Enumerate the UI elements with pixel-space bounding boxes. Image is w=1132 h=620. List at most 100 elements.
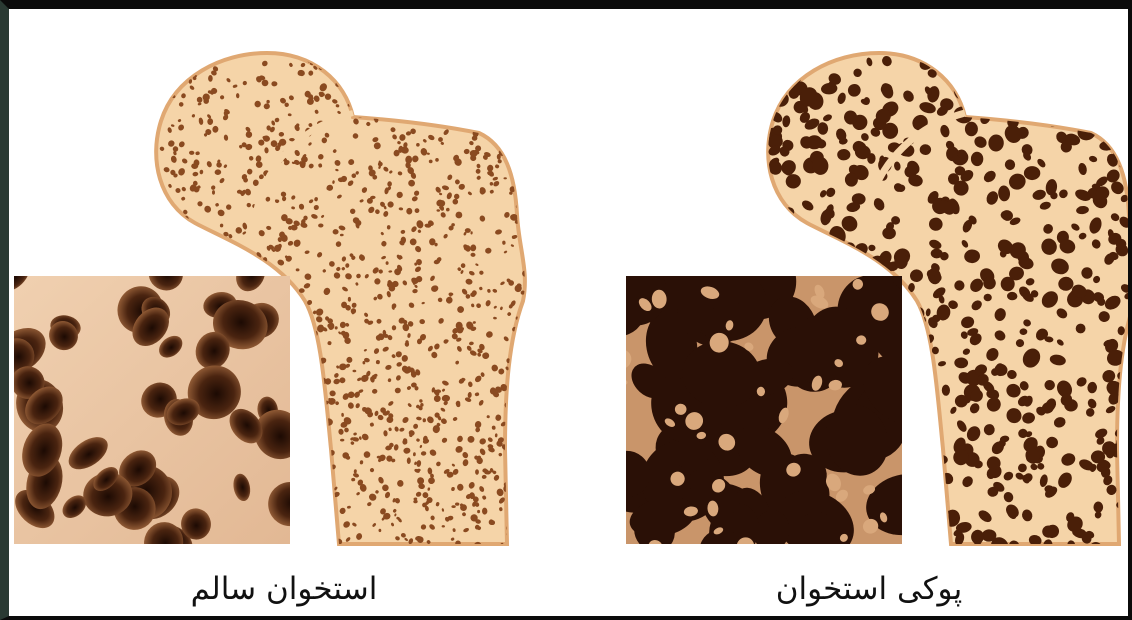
healthy-pore [494,122,499,127]
healthy-pore [215,262,221,269]
healthy-pore [513,156,517,162]
healthy-pore [292,474,297,479]
osteoporotic-pore [925,405,935,415]
healthy-pore [510,467,518,475]
healthy-pore [527,544,531,549]
healthy-pore [261,267,269,274]
healthy-pore [520,454,525,459]
healthy-pore [161,87,168,94]
healthy-pore [401,95,407,102]
healthy-pore [504,177,507,179]
healthy-pore [519,493,526,499]
healthy-pore [496,106,501,111]
healthy-pore [161,228,168,236]
osteoporotic-pore [924,534,935,545]
healthy-pore [480,124,488,132]
healthy-pore [429,238,435,245]
healthy-pore [383,59,388,64]
healthy-pore [167,268,175,276]
healthy-pore [412,62,421,71]
healthy-pore [513,450,520,455]
healthy-pore [454,72,463,81]
healthy-pore [389,74,394,78]
healthy-pore [484,78,490,84]
healthy-pore [420,403,423,407]
osteoporotic-pore [1111,83,1128,104]
osteoporotic-pore [902,505,912,517]
healthy-pore [317,502,322,507]
osteoporotic-pore [931,497,945,512]
osteoporotic-pore [939,52,954,67]
healthy-pore [262,80,269,87]
healthy-pore [429,89,435,96]
healthy-pore [304,541,310,546]
healthy-pore [441,73,445,77]
healthy-pore [293,351,299,357]
healthy-pore [510,141,513,145]
healthy-pore [422,90,431,98]
healthy-pore [161,543,166,548]
healthy-pore [304,349,310,355]
healthy-pore [511,404,519,412]
osteoporotic-pore [1058,61,1067,69]
osteoporotic-pore [920,375,934,389]
healthy-pore [322,520,330,526]
healthy-pore [322,539,328,545]
healthy-pore [463,110,469,116]
healthy-pore [454,55,462,63]
healthy-pore [494,58,502,66]
healthy-pore [476,100,480,104]
healthy-pore [450,105,460,114]
healthy-pore [331,526,336,530]
healthy-pore [291,335,298,341]
healthy-pore [360,71,368,79]
osteoporotic-pore [1091,58,1100,66]
healthy-pore [265,544,269,548]
healthy-pore [442,56,450,63]
healthy-pore [190,238,194,242]
healthy-pore [199,260,207,266]
osteoporotic-pore [1006,73,1016,82]
healthy-pore [510,498,517,506]
healthy-pore [452,106,461,115]
healthy-pore [310,378,317,385]
healthy-pore [174,260,179,265]
healthy-pore [441,75,448,81]
healthy-pore [517,365,520,369]
healthy-pore [309,464,318,473]
healthy-pore [447,68,452,72]
healthy-pore [341,60,347,68]
healthy-pore [520,221,525,226]
osteoporotic-pore [800,227,809,238]
healthy-pore [186,268,191,273]
healthy-pore [348,86,354,94]
healthy-pore [435,109,440,113]
osteoporotic-pore [852,261,866,274]
osteoporotic-pore [1034,109,1046,119]
healthy-microstructure [9,253,321,569]
healthy-pore [210,245,216,251]
healthy-pore [358,59,363,63]
healthy-pore [326,539,334,548]
healthy-pore [418,113,422,116]
healthy-pore [299,413,303,416]
healthy-pore [300,445,308,453]
healthy-pore [170,544,177,551]
healthy-pore [456,212,463,219]
healthy-pore [368,96,373,101]
healthy-pore [303,395,309,401]
healthy-pore [166,545,172,552]
osteoporotic-pore [1022,62,1045,84]
healthy-pore [158,59,164,65]
healthy-pore [482,90,490,98]
healthy-pore [509,452,518,461]
healthy-pore [380,101,385,106]
healthy-pore [517,491,525,499]
healthy-pore [407,85,414,93]
osteoporotic-pore [1117,112,1128,138]
healthy-pore [175,79,180,85]
osteoporotic-pore [984,107,993,118]
healthy-pore [304,495,310,501]
osteoporotic-pore [1108,67,1121,79]
healthy-pore [452,110,461,118]
